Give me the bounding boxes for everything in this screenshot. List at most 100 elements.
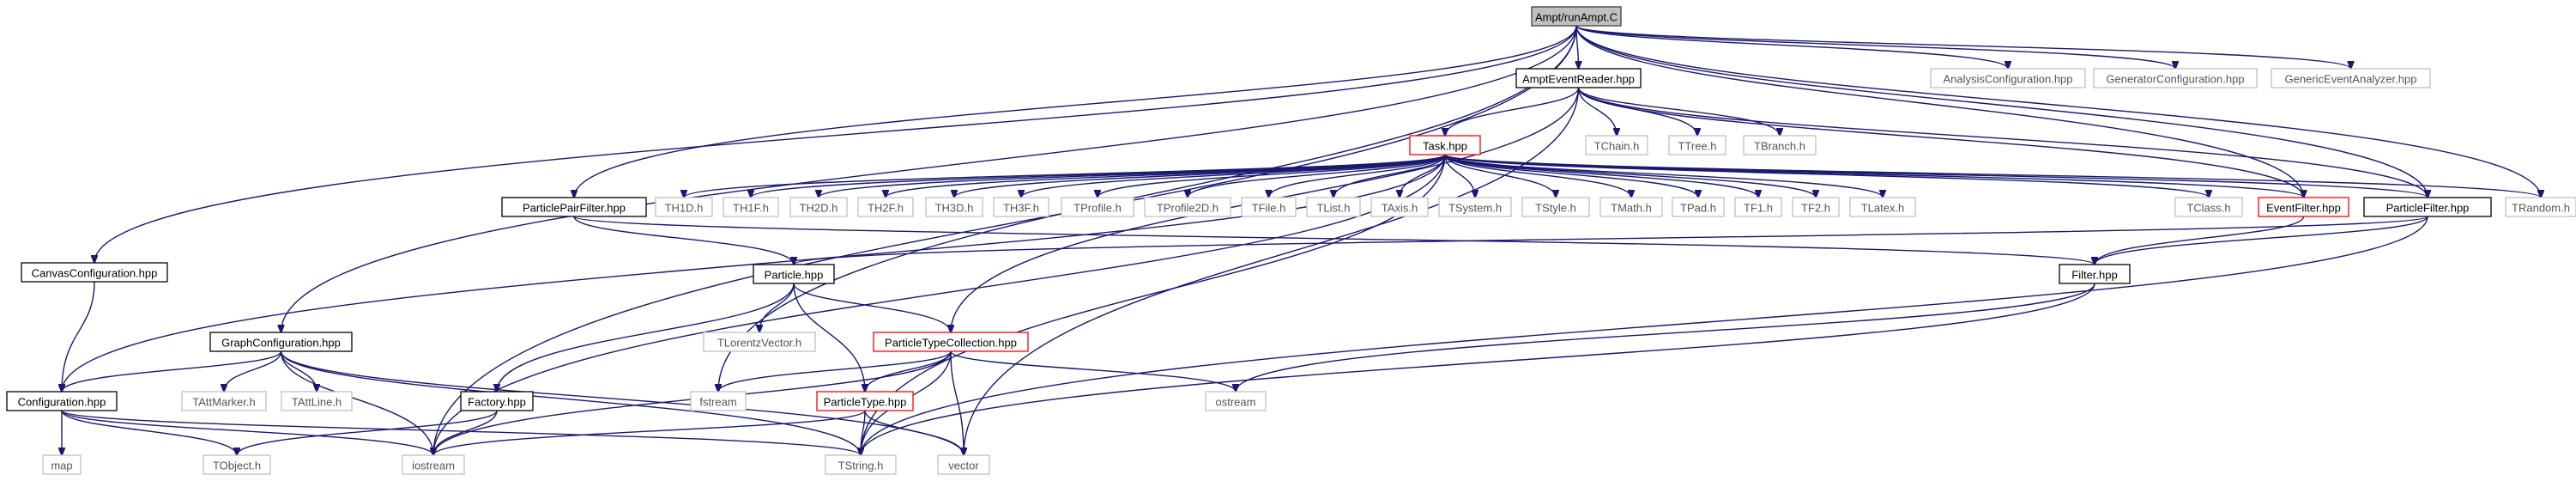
node-box	[703, 332, 816, 352]
node-tprofile2d-h: TProfile2D.h	[1144, 197, 1231, 217]
node-label: TBranch.h	[1754, 140, 1805, 153]
edge-aer-to-tbranch	[1577, 87, 1781, 136]
edge-grc-to-tattline	[280, 350, 317, 392]
node-tchain-h: TChain.h	[1585, 135, 1648, 155]
node-box	[460, 391, 534, 411]
node-label: TF2.h	[1801, 202, 1830, 215]
node-label: ostream	[1216, 396, 1256, 409]
node-configuration-hpp[interactable]: Configuration.hpp	[6, 391, 118, 411]
edge-particle-to-pt	[793, 283, 865, 392]
node-label: Ampt/runAmpt.C	[1535, 11, 1618, 24]
node-particletype-hpp[interactable]: ParticleType.hpp	[816, 391, 914, 411]
edge-task-to-trandom	[1444, 154, 2541, 198]
node-factory-hpp[interactable]: Factory.hpp	[460, 391, 534, 411]
node-label: Task.hpp	[1423, 140, 1467, 153]
node-tprofile-h: TProfile.h	[1061, 197, 1134, 217]
node-th3d-h: TH3D.h	[925, 197, 983, 217]
node-tfile-h: TFile.h	[1241, 197, 1297, 217]
node-box	[1438, 197, 1512, 217]
node-particlefilter-hpp[interactable]: ParticleFilter.hpp	[2363, 197, 2492, 217]
node-tf2-h: TF2.h	[1792, 197, 1840, 217]
edge-root-to-gea	[1575, 25, 2351, 69]
node-box	[1849, 197, 1916, 217]
node-label: TH3F.h	[1003, 202, 1039, 215]
edge-ppf-to-particle	[573, 216, 794, 265]
node-box	[1930, 68, 2086, 88]
edge-task-to-tstyle	[1444, 154, 1556, 198]
node-ampt-runampt-c[interactable]: Ampt/runAmpt.C	[1531, 6, 1622, 27]
edge-task-to-tprofile	[1098, 154, 1446, 198]
node-particlepairfilter-hpp[interactable]: ParticlePairFilter.hpp	[501, 197, 647, 217]
node-box	[2174, 197, 2243, 217]
node-box	[501, 197, 647, 217]
edge-ptc-to-fstream	[718, 350, 952, 392]
edge-pf-to-tstring	[861, 216, 2428, 455]
node-particletypecollection-hpp[interactable]: ParticleTypeCollection.hpp	[873, 332, 1029, 352]
edge-task-to-tmath	[1444, 154, 1631, 198]
node-box	[2059, 264, 2131, 284]
node-box	[2363, 197, 2492, 217]
node-box	[281, 391, 353, 411]
node-particle-hpp[interactable]: Particle.hpp	[753, 264, 835, 284]
node-filter-hpp[interactable]: Filter.hpp	[2059, 264, 2131, 284]
node-label: ParticleTypeCollection.hpp	[885, 337, 1017, 350]
node-box	[1515, 68, 1642, 88]
edge-task-to-tsystem	[1444, 154, 1475, 198]
node-box	[181, 391, 267, 411]
edge-ptc-to-pt	[865, 350, 952, 392]
node-task-hpp[interactable]: Task.hpp	[1409, 135, 1481, 155]
node-tstring-h: TString.h	[825, 454, 897, 475]
node-th2f-h: TH2F.h	[857, 197, 914, 217]
node-tf1-h: TF1.h	[1734, 197, 1782, 217]
edge-grc-to-tattmarker	[224, 350, 282, 392]
node-box	[1241, 197, 1297, 217]
node-label: TSystem.h	[1448, 202, 1502, 215]
node-box	[2258, 197, 2349, 217]
edge-aer-to-ef	[1577, 87, 2304, 198]
node-tclass-h: TClass.h	[2174, 197, 2243, 217]
node-canvasconfiguration-hpp[interactable]: CanvasConfiguration.hpp	[21, 262, 168, 283]
node-box	[42, 454, 82, 475]
node-box	[816, 391, 914, 411]
edge-root-to-trandom	[1575, 25, 2541, 198]
node-box	[993, 197, 1049, 217]
node-label: ParticleFilter.hpp	[2386, 202, 2470, 215]
edge-root-to-iostream	[433, 25, 1577, 455]
edge-aer-to-ttree	[1577, 87, 1698, 136]
node-label: TTree.h	[1678, 140, 1716, 153]
node-box	[1531, 6, 1622, 27]
node-box	[690, 391, 747, 411]
node-eventfilter-hpp[interactable]: EventFilter.hpp	[2258, 197, 2349, 217]
node-label: TH1F.h	[733, 202, 769, 215]
edge-aer-to-pf	[1577, 87, 2428, 198]
node-label: TAttLine.h	[292, 396, 342, 409]
node-tlorentzvector-h: TLorentzVector.h	[703, 332, 816, 352]
node-tstyle-h: TStyle.h	[1521, 197, 1590, 217]
node-box	[203, 454, 271, 475]
node-label: TObject.h	[213, 460, 261, 472]
node-label: TRandom.h	[2512, 202, 2570, 215]
node-generatorconfiguration-hpp: GeneratorConfiguration.hpp	[2093, 68, 2258, 88]
node-box	[1521, 197, 1590, 217]
node-box	[2093, 68, 2258, 88]
node-label: GenericEventAnalyzer.hpp	[2285, 73, 2417, 86]
node-th1d-h: TH1D.h	[655, 197, 713, 217]
node-graphconfiguration-hpp[interactable]: GraphConfiguration.hpp	[209, 332, 353, 352]
node-box	[1370, 197, 1429, 217]
node-box	[655, 197, 713, 217]
edge-grc-to-iostream	[280, 350, 434, 455]
node-ampteventreader-hpp[interactable]: AmptEventReader.hpp	[1515, 68, 1642, 88]
node-box	[2505, 197, 2576, 217]
node-map: map	[42, 454, 82, 475]
edge-root-to-ef	[1575, 25, 2304, 198]
node-box	[1792, 197, 1840, 217]
node-box	[402, 454, 465, 475]
node-vector: vector	[937, 454, 990, 475]
edge-conf-to-tstring	[61, 410, 861, 455]
node-tsystem-h: TSystem.h	[1438, 197, 1512, 217]
node-box	[209, 332, 353, 352]
edge-root-to-pf	[1575, 25, 2428, 198]
node-label: TProfile.h	[1073, 202, 1122, 215]
node-box	[1061, 197, 1134, 217]
